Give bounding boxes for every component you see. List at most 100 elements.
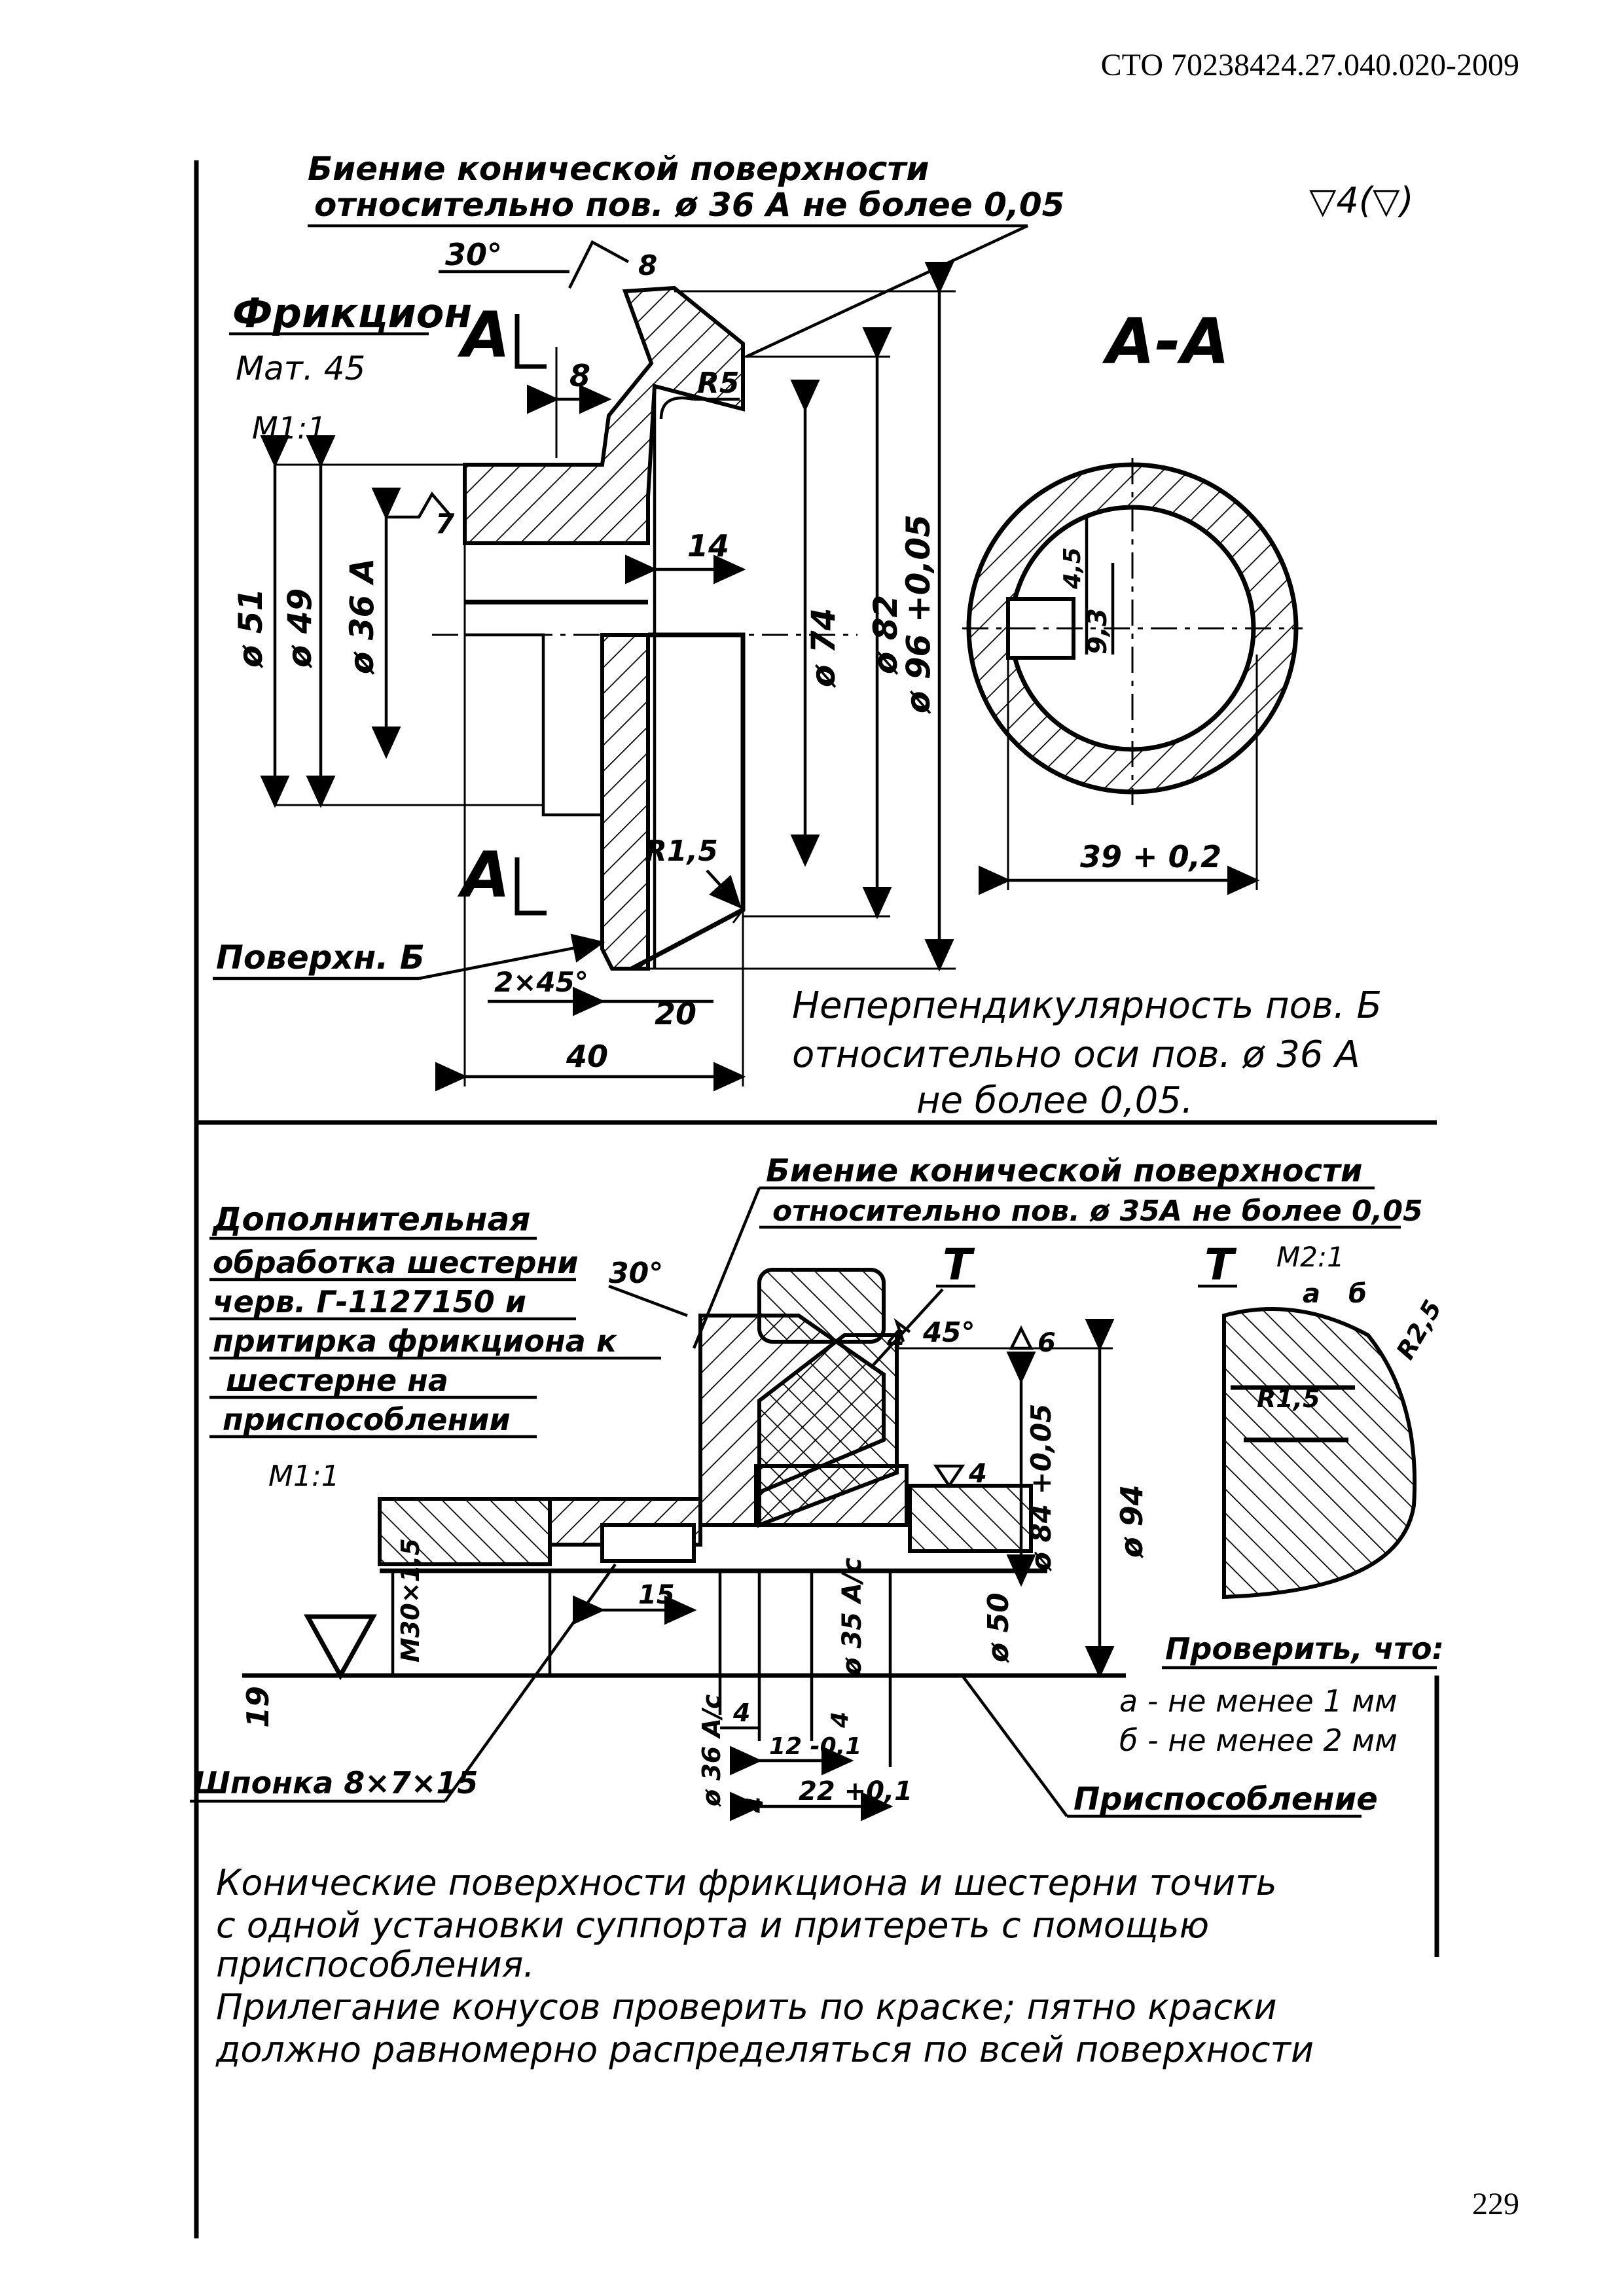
left-note-line6: приспособлении (223, 1402, 511, 1437)
left-note-line1: Дополнительная (211, 1200, 531, 1238)
angle-45-label: 45° (922, 1316, 975, 1348)
radius-r1-5-leader (706, 869, 742, 909)
roughness-bore-symbol (386, 492, 453, 519)
detail-b-label: б (1348, 1279, 1367, 1309)
bottom-text-line3: приспособления. (216, 1944, 535, 1985)
triangle-mark (304, 1614, 377, 1681)
left-note-line5: шестерне на (226, 1363, 448, 1398)
dim-d36-label: ø 36 А/с (697, 1694, 726, 1807)
dim-w14-label: 14 (687, 528, 729, 564)
detail-scale-label: М2:1 (1276, 1241, 1344, 1273)
scale-label-lower: М1:1 (268, 1460, 340, 1493)
dim-d94-label: ø 94 (1114, 1484, 1149, 1558)
view-t-label-1: Т (943, 1240, 975, 1290)
bottom-text-line4: Прилегание конусов проверить по краске; … (216, 1986, 1277, 2028)
key-leader (444, 1563, 617, 1803)
detail-r15-label: R1,5 (1257, 1384, 1320, 1413)
cone-edge-tick (732, 909, 744, 924)
angle-30-lower-line (608, 1284, 688, 1318)
section-arrow-top (514, 314, 547, 369)
dim-d96-label: ø 96 +0,05 (899, 514, 937, 714)
check-line-a: а - не менее 1 мм (1119, 1683, 1398, 1719)
dim-d35-label: ø 35 А/с (837, 1557, 867, 1676)
friction-section-upper (463, 285, 745, 545)
dim-w40-label: 40 (566, 1039, 608, 1074)
fixture-leader (961, 1674, 1068, 1818)
radius-r5-label: R5 (697, 367, 740, 400)
scale-label-upper: М1:1 (252, 410, 327, 446)
roughness-4b-value: 4 (968, 1459, 987, 1489)
roughness-4a-value: 4 (886, 1325, 904, 1354)
dim-keydist-label: 39 + 0,2 (1080, 839, 1221, 874)
top-note-line1: Биение конической поверхности (308, 150, 929, 188)
bottom-text-line1: Конические поверхности фрикциона и шесте… (216, 1862, 1277, 1903)
dim-d36a-label: ø 36 А (343, 558, 381, 675)
shaft-vertical-lines (391, 1571, 892, 1767)
detail-t-profile (1222, 1307, 1417, 1600)
bottom-text-line2: с одной установки суппорта и притереть с… (216, 1905, 1209, 1946)
bottom-text-line5: должно равномерно распределяться по всей… (215, 2029, 1314, 2070)
nut-left (378, 1497, 552, 1566)
friction-section-lower (600, 633, 650, 971)
dim-d49-label: ø 49 (281, 588, 319, 668)
bore-line-lower (465, 633, 602, 817)
detail-a-label: а (1303, 1279, 1320, 1309)
dim-w15-label: 15 (638, 1580, 675, 1610)
runout-note-line2: относительно пов. ø 35А не более 0,05 (772, 1194, 1423, 1228)
radius-r5-leader (659, 396, 695, 420)
roughness-4a-symbol (893, 1318, 911, 1342)
nut-right (908, 1484, 1033, 1553)
angle-30-lower: 30° (609, 1257, 663, 1290)
left-note-line4: притирка фрикциона к (213, 1323, 618, 1359)
friction-cone-outline (630, 632, 746, 971)
dim-w4-label: 4 (732, 1698, 750, 1727)
material-label: Мат. 45 (236, 350, 365, 387)
dim-d84-label: ø 84 +0,05 (1025, 1404, 1057, 1571)
key-rect (600, 1523, 696, 1563)
check-title: Проверить, что: (1165, 1631, 1444, 1666)
check-line-b: б - не менее 2 мм (1119, 1723, 1398, 1758)
dim-d82-label: ø 82 (867, 595, 905, 675)
angle-30-label: 30° (445, 237, 502, 272)
rough-4-lower-label: 4 (742, 1797, 768, 1814)
roughness-top-value: 8 (638, 249, 657, 281)
page-number: 229 (1472, 2187, 1519, 2221)
dim-w12-label: 12 -0,1 (769, 1733, 861, 1760)
detail-r25-label: R2,5 (1391, 1295, 1447, 1365)
dim-m30-label: М30×1,5 (396, 1538, 425, 1662)
roughness-symbol-top (568, 240, 630, 289)
dim-h19-label: 19 (240, 1686, 276, 1728)
roughness-6-symbol (1009, 1325, 1034, 1350)
roughness-6-value: 6 (1038, 1328, 1056, 1358)
perp-note-line1: Неперпендикулярность пов. Б (792, 984, 1382, 1027)
dim-w22-label: 22 +0,1 (799, 1776, 912, 1806)
surface-b-leader (418, 933, 605, 980)
dim-d51-label: ø 51 (232, 588, 270, 668)
document-code: СТО 70238424.27.040.020-2009 (1100, 48, 1519, 82)
chamfer-label: 2×45° (494, 966, 588, 998)
section-letter-bottom: А (457, 838, 510, 912)
dim-w8-label: 8 (569, 358, 590, 393)
roughness-4b-symbol (933, 1464, 965, 1489)
section-letter-top: А (457, 298, 510, 372)
perp-note-line2: относительно оси пов. ø 36 А (792, 1033, 1360, 1076)
radius-r1-5-label: R1,5 (645, 834, 718, 868)
section-arrow-bottom (514, 857, 547, 916)
rough-4b-lower-label: 4 (827, 1712, 854, 1729)
runout-note-line1: Биение конической поверхности (766, 1153, 1362, 1189)
dim-w20-label: 20 (655, 996, 696, 1031)
dim-d50-label: ø 50 (982, 1592, 1015, 1663)
dim-d74-label: ø 74 (804, 608, 842, 688)
roughness-bore-value: 7 (435, 508, 455, 540)
keyway-width-label: 4,5 (1059, 547, 1086, 590)
top-note-line2: относительно пов. ø 36 А не более 0,05 (314, 186, 1064, 224)
view-t-label-2: Т (1204, 1240, 1237, 1290)
perp-note-line3: не более 0,05. (916, 1079, 1193, 1122)
roughness-general: ▽4(▽) (1309, 180, 1414, 221)
key-label: Шпонка 8×7×15 (193, 1765, 478, 1801)
surface-b-label: Поверхн. Б (216, 939, 425, 977)
part-title: Фрикцион (232, 289, 472, 337)
left-note-line2: обработка шестерни (213, 1245, 578, 1280)
